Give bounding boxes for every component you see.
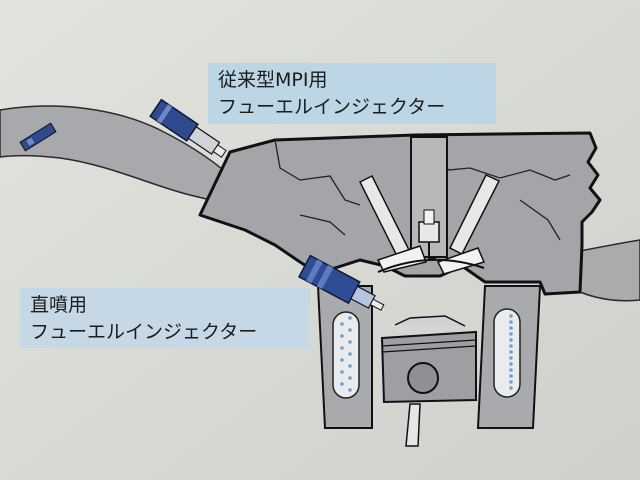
- coolant-dot: [348, 364, 352, 368]
- coolant-dot: [348, 352, 352, 356]
- coolant-dot: [509, 332, 513, 336]
- direct-injector-label: 直噴用 フューエルインジェクター: [20, 288, 310, 348]
- coolant-dot: [509, 326, 513, 330]
- coolant-dot: [509, 350, 513, 354]
- coolant-jacket-right: [494, 309, 520, 397]
- coolant-dot: [340, 370, 344, 374]
- coolant-dot: [509, 374, 513, 378]
- coolant-dot: [348, 316, 352, 320]
- coolant-dot: [340, 322, 344, 326]
- coolant-dot: [340, 346, 344, 350]
- coolant-dot: [509, 320, 513, 324]
- coolant-jacket-left: [333, 312, 359, 398]
- piston-pin: [408, 363, 438, 393]
- cylinder-wall-left: [318, 286, 372, 428]
- coolant-dot: [509, 386, 513, 390]
- coolant-dot: [348, 376, 352, 380]
- di-label-line1: 直噴用: [30, 292, 300, 319]
- coolant-dot: [340, 334, 344, 338]
- coolant-dot: [509, 344, 513, 348]
- coolant-dot: [348, 328, 352, 332]
- coolant-dot: [509, 314, 513, 318]
- coolant-dot: [340, 382, 344, 386]
- mpi-label-line2: フューエルインジェクター: [218, 94, 486, 121]
- spark-plug: [419, 222, 439, 242]
- coolant-dot: [348, 340, 352, 344]
- coolant-dot: [509, 362, 513, 366]
- spark-plug-tip: [424, 210, 434, 224]
- coolant-dot: [509, 338, 513, 342]
- di-label-line2: フューエルインジェクター: [30, 319, 300, 346]
- mpi-injector-label: 従来型MPI用 フューエルインジェクター: [208, 63, 496, 124]
- mpi-label-line1: 従来型MPI用: [218, 67, 486, 94]
- coolant-dot: [509, 356, 513, 360]
- coolant-dot: [509, 368, 513, 372]
- coolant-dot: [340, 358, 344, 362]
- coolant-dot: [509, 380, 513, 384]
- coolant-dot: [348, 388, 352, 392]
- cylinder-wall-right: [478, 286, 540, 428]
